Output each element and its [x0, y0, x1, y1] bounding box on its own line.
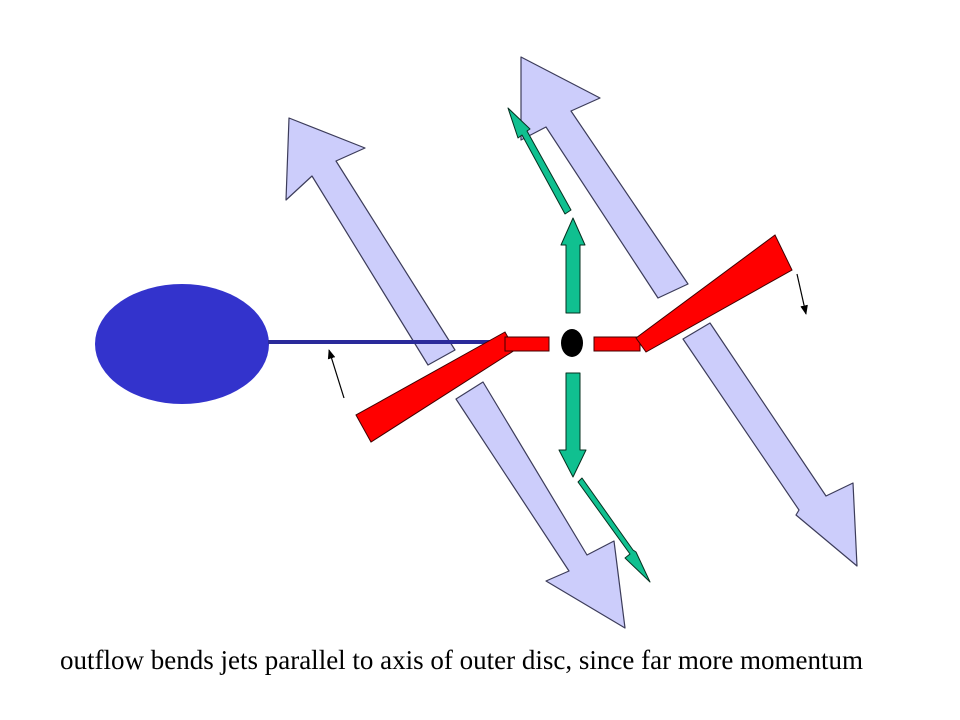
disc-warp-right	[635, 234, 793, 353]
small-arrow-left	[327, 349, 345, 399]
disc-inner-right	[593, 336, 641, 352]
outflow-arrow-lower-left	[455, 381, 626, 629]
central-black-hole	[561, 329, 583, 357]
outflow-arrow-upper-right	[520, 56, 689, 299]
outflow-arrow-lower-right	[682, 322, 858, 567]
caption-text: outflow bends jets parallel to axis of o…	[60, 645, 864, 675]
outflow-arrow-upper-left	[285, 117, 456, 366]
jet-up-inner	[560, 217, 586, 314]
jet-up-bent	[507, 107, 572, 215]
small-arrow-right	[796, 273, 808, 315]
companion-star	[95, 284, 269, 404]
disc-inner-left	[504, 336, 550, 352]
jet-down-bent	[577, 477, 651, 583]
jet-down-inner	[558, 372, 587, 478]
